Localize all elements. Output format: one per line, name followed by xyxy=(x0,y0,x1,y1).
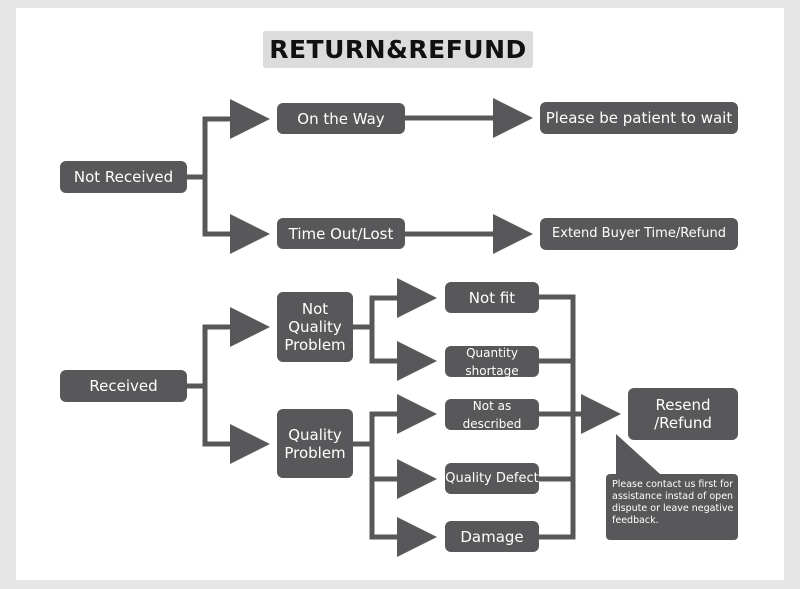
arrow-quality-damage xyxy=(369,479,437,557)
arrow-not-quality-not-fit xyxy=(353,278,437,330)
node-on-the-way: On the Way xyxy=(277,103,405,134)
node-received: Received xyxy=(60,370,187,402)
arrow-not-received-on-the-way xyxy=(187,99,270,180)
node-not-received: Not Received xyxy=(60,161,187,193)
node-not-quality-problem: Not Quality Problem xyxy=(277,292,353,362)
note-contact-first: Please contact us first for assistance i… xyxy=(606,474,738,540)
arrow-received-not-quality xyxy=(187,307,270,389)
node-resend-refund: Resend /Refund xyxy=(628,388,738,440)
arrow-not-received-time-out xyxy=(202,177,270,254)
node-quantity-shortage: Quantity shortage xyxy=(445,346,539,378)
arrow-received-quality xyxy=(202,386,270,464)
note-bubble-tail xyxy=(616,434,660,474)
arrow-not-quality-shortage xyxy=(369,327,437,381)
node-please-wait: Please be patient to wait xyxy=(540,102,738,134)
node-time-out-lost: Time Out/Lost xyxy=(277,218,405,249)
node-quality-problem: Quality Problem xyxy=(277,409,353,478)
arrow-quality-not-described xyxy=(353,394,437,447)
collector-line xyxy=(539,294,576,540)
arrow-quality-defect xyxy=(369,444,437,499)
diagram-title: RETURN&REFUND xyxy=(263,31,533,68)
node-extend-refund: Extend Buyer Time/Refund xyxy=(540,218,738,250)
node-not-as-described: Not as described xyxy=(445,399,539,431)
node-quality-defect: Quality Defect xyxy=(445,463,539,494)
node-not-fit: Not fit xyxy=(445,282,539,313)
node-damage: Damage xyxy=(445,521,539,552)
